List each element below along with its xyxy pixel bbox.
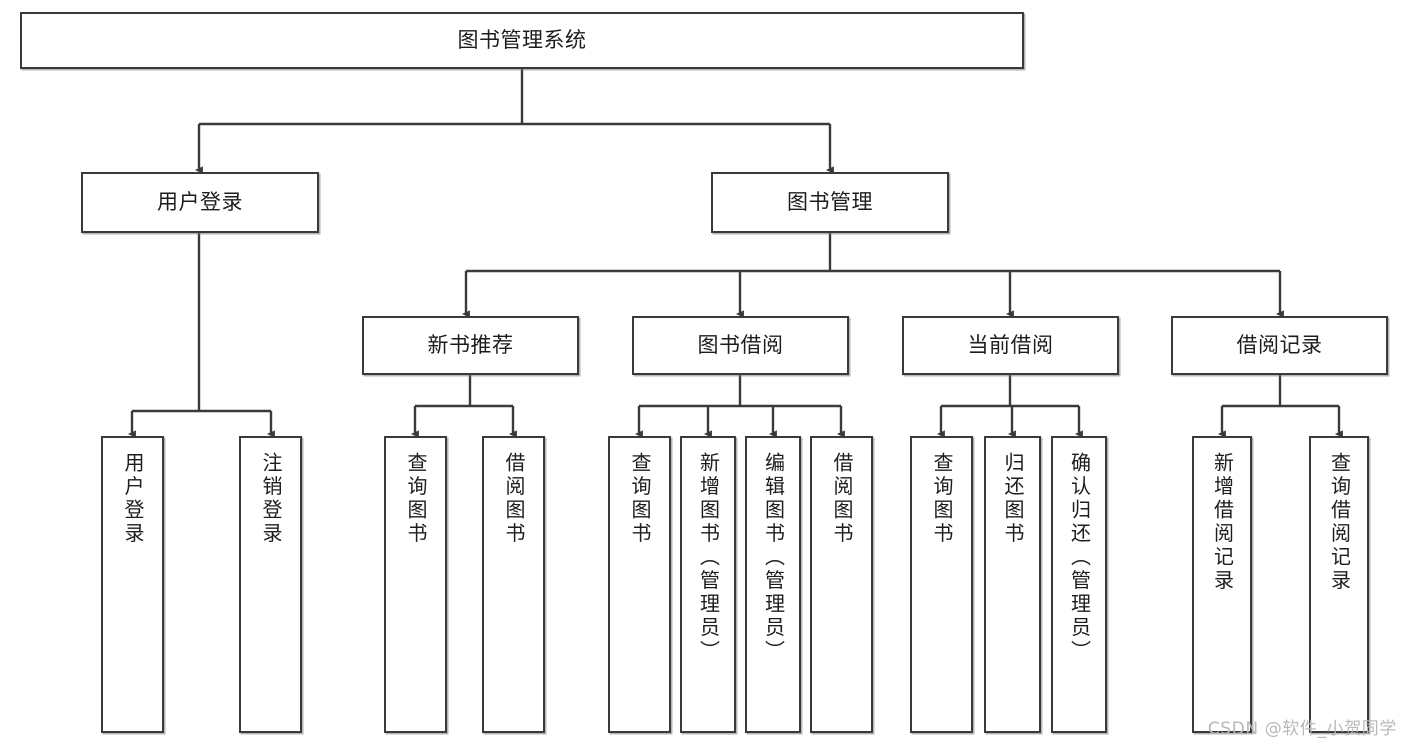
node-leaf-user-logout-label: 注销登录 — [259, 452, 283, 546]
node-user-login-label: 用户登录 — [157, 190, 243, 215]
node-leaf-newbook-query-label: 查询图书 — [404, 452, 428, 546]
node-book-borrow-label: 图书借阅 — [697, 333, 784, 358]
node-leaf-borrow-query-label: 查询图书 — [628, 452, 652, 546]
node-leaf-current-return-label: 归还图书 — [1001, 452, 1025, 546]
node-leaf-current-return[interactable]: 归还图书 — [984, 436, 1041, 733]
csdn-watermark: CSDN @软件_小贺同学 — [1207, 719, 1397, 739]
node-leaf-newbook-borrow[interactable]: 借阅图书 — [482, 436, 545, 733]
node-book-borrow[interactable]: 图书借阅 — [632, 316, 849, 375]
node-borrow-record-label: 借阅记录 — [1236, 333, 1323, 358]
node-leaf-borrow-borrow[interactable]: 借阅图书 — [810, 436, 873, 733]
node-leaf-user-login[interactable]: 用户登录 — [101, 436, 164, 733]
node-root[interactable]: 图书管理系统 — [20, 12, 1024, 69]
node-leaf-borrow-add[interactable]: 新增图书（管理员） — [680, 436, 736, 733]
node-new-book-recommend-label: 新书推荐 — [427, 333, 514, 358]
node-current-borrow-label: 当前借阅 — [967, 333, 1054, 358]
node-borrow-record[interactable]: 借阅记录 — [1171, 316, 1388, 375]
node-leaf-current-query-label: 查询图书 — [930, 452, 954, 546]
node-leaf-record-query[interactable]: 查询借阅记录 — [1309, 436, 1369, 733]
node-leaf-user-login-label: 用户登录 — [121, 452, 145, 546]
node-root-label: 图书管理系统 — [457, 28, 587, 53]
node-leaf-borrow-edit[interactable]: 编辑图书（管理员） — [745, 436, 801, 733]
node-current-borrow[interactable]: 当前借阅 — [902, 316, 1119, 375]
node-leaf-borrow-edit-label: 编辑图书（管理员） — [761, 452, 786, 664]
node-leaf-borrow-borrow-label: 借阅图书 — [830, 452, 854, 546]
node-leaf-current-query[interactable]: 查询图书 — [910, 436, 973, 733]
node-leaf-record-add[interactable]: 新增借阅记录 — [1192, 436, 1252, 733]
node-leaf-newbook-borrow-label: 借阅图书 — [502, 452, 526, 546]
node-leaf-borrow-add-label: 新增图书（管理员） — [696, 452, 721, 664]
node-user-login[interactable]: 用户登录 — [81, 172, 319, 233]
node-book-management-label: 图书管理 — [787, 190, 873, 215]
node-leaf-borrow-query[interactable]: 查询图书 — [608, 436, 671, 733]
node-leaf-current-confirm[interactable]: 确认归还（管理员） — [1051, 436, 1107, 733]
node-leaf-record-query-label: 查询借阅记录 — [1327, 452, 1352, 593]
node-leaf-user-logout[interactable]: 注销登录 — [239, 436, 302, 733]
node-book-management[interactable]: 图书管理 — [711, 172, 949, 233]
node-new-book-recommend[interactable]: 新书推荐 — [362, 316, 579, 375]
node-leaf-record-add-label: 新增借阅记录 — [1210, 452, 1235, 593]
node-leaf-current-confirm-label: 确认归还（管理员） — [1067, 452, 1092, 664]
node-leaf-newbook-query[interactable]: 查询图书 — [384, 436, 447, 733]
